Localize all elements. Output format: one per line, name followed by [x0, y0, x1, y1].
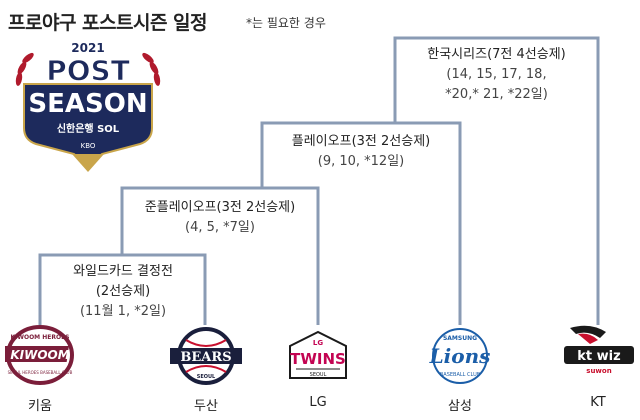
kiwoom-logo-top: KIWOOM HEROES [10, 334, 69, 341]
round-wildcard: 와일드카드 결정전 (2선승제) (11월 1, *2일) [44, 262, 202, 322]
bracket-semi-playoff [120, 186, 320, 325]
ktwiz-logo: kt wiz suwon [564, 325, 634, 375]
lions-logo-top: SAMSUNG [443, 335, 477, 342]
round-korean-series-dates-2: *20,* 21, *22일) [445, 87, 548, 102]
postseason-emblem: 2021 POST SEASON 신한은행 SOL KBO [15, 41, 161, 172]
lions-logo-bottom: BASEBALL CLUB [440, 372, 481, 378]
team-name-kiwoom: 키움 [28, 399, 52, 414]
laurel-right-icon [142, 52, 161, 86]
round-playoff-name: 플레이오프(3전 2선승제) [291, 134, 431, 149]
round-semi-playoff: 준플레이오프(3전 2선승제) (4, 5, *7일) [126, 198, 314, 238]
round-wildcard-dates: (11월 1, *2일) [79, 304, 167, 319]
round-playoff: 플레이오프(3전 2선승제) (9, 10, *12일) [266, 132, 456, 172]
lions-logo: SAMSUNG Lions BASEBALL CLUB [429, 328, 491, 384]
round-korean-series-name: 한국시리즈(7전 4선승제) [427, 47, 566, 62]
emblem-line1: POST [46, 54, 130, 87]
team-name-kt: KT [590, 395, 606, 410]
bears-logo: BEARS SEOUL [170, 327, 242, 385]
team-name-doosan: 두산 [194, 399, 218, 414]
round-playoff-dates: (9, 10, *12일) [317, 154, 405, 169]
twins-logo: LG TWINS SEOUL [289, 330, 347, 379]
bracket-korean-series [393, 36, 600, 325]
emblem-org: KBO [81, 142, 96, 150]
team-name-samsung: 삼성 [448, 399, 472, 414]
round-wildcard-name: 와일드카드 결정전 [73, 264, 173, 279]
round-semi-playoff-dates: (4, 5, *7일) [185, 220, 255, 235]
laurel-left-icon [15, 52, 34, 86]
ktwiz-logo-bottom: suwon [586, 367, 611, 375]
ktwiz-logo-text: kt wiz [577, 349, 620, 364]
kiwoom-logo: KIWOOM HEROES KIWOOM SEOUL HEROES BASEBA… [5, 325, 74, 385]
emblem-year: 2021 [71, 41, 104, 55]
page-title: 프로야구 포스트시즌 일정 [8, 12, 208, 34]
round-korean-series-dates-1: (14, 15, 17, 18, [446, 67, 547, 82]
lions-logo-text: Lions [429, 344, 491, 368]
team-name-lg: LG [309, 395, 327, 410]
round-semi-playoff-name: 준플레이오프(3전 2선승제) [144, 200, 296, 215]
twins-logo-text: TWINS [290, 350, 346, 368]
kiwoom-logo-bottom: SEOUL HEROES BASEBALL CLUB [8, 370, 73, 375]
title-note: *는 필요한 경우 [246, 16, 326, 30]
round-korean-series: 한국시리즈(7전 4선승제) (14, 15, 17, 18, *20,* 21… [399, 45, 594, 105]
twins-logo-top: LG [313, 339, 323, 347]
bears-logo-text: BEARS [180, 350, 231, 365]
round-wildcard-format: (2선승제) [95, 284, 151, 299]
kiwoom-logo-text: KIWOOM [10, 348, 69, 362]
twins-logo-bottom: SEOUL [310, 372, 327, 378]
emblem-line2: SEASON [28, 89, 147, 119]
bears-logo-bottom: SEOUL [197, 374, 216, 380]
emblem-sponsor: 신한은행 SOL [57, 122, 120, 135]
bracket-playoff [260, 121, 462, 325]
